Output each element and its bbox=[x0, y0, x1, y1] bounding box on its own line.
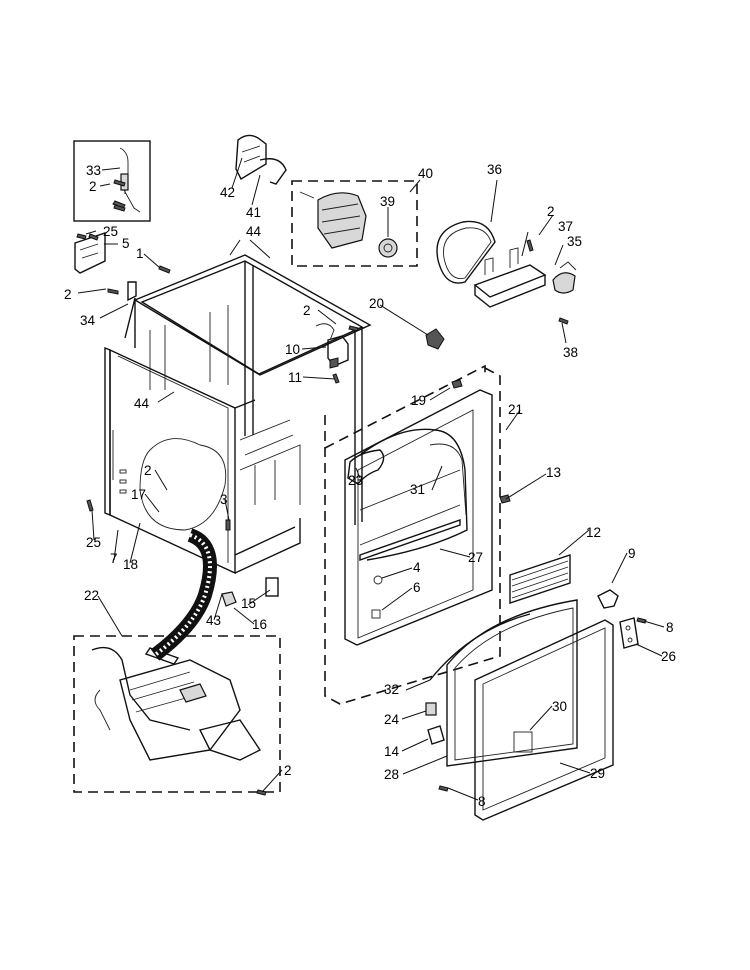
callout-10: 10 bbox=[285, 342, 300, 357]
grille-part-12 bbox=[509, 554, 571, 604]
callout-1: 1 bbox=[136, 246, 144, 261]
callout-34: 34 bbox=[80, 313, 96, 328]
callout-5: 5 bbox=[122, 236, 130, 251]
callout-2: 2 bbox=[284, 763, 292, 778]
callout-9: 9 bbox=[628, 546, 636, 561]
bracket-part-5 bbox=[74, 232, 106, 274]
callout-12: 12 bbox=[586, 525, 601, 540]
callout-30: 30 bbox=[552, 699, 567, 714]
callout-20: 20 bbox=[369, 296, 384, 311]
callout-36: 36 bbox=[487, 162, 502, 177]
callout-6: 6 bbox=[413, 580, 421, 595]
callout-35: 35 bbox=[567, 234, 582, 249]
leader-lines bbox=[77, 157, 665, 801]
callout-40: 40 bbox=[418, 166, 433, 181]
part-20 bbox=[425, 328, 445, 350]
motor-detail-box bbox=[291, 180, 418, 267]
callout-33: 33 bbox=[86, 163, 101, 178]
callout-41: 41 bbox=[246, 205, 261, 220]
callout-19: 19 bbox=[411, 393, 426, 408]
clip-part-34 bbox=[107, 281, 137, 302]
part-9 bbox=[597, 589, 619, 609]
door-assembly bbox=[425, 599, 639, 821]
callout-17: 17 bbox=[131, 487, 146, 502]
callout-31: 31 bbox=[410, 482, 425, 497]
callout-2: 2 bbox=[64, 287, 72, 302]
callout-14: 14 bbox=[384, 744, 400, 759]
callout-labels: 33 2 25 5 1 2 34 42 41 44 40 39 36 2 37 … bbox=[64, 162, 676, 809]
callout-28: 28 bbox=[384, 767, 399, 782]
callout-32: 32 bbox=[384, 682, 399, 697]
callout-43: 43 bbox=[206, 613, 221, 628]
screws bbox=[76, 179, 647, 796]
callout-26: 26 bbox=[661, 649, 676, 664]
sensor-detail-box bbox=[73, 140, 151, 222]
callout-2: 2 bbox=[144, 463, 152, 478]
callout-38: 38 bbox=[563, 345, 578, 360]
side-panel-cutaway bbox=[139, 438, 227, 531]
callout-44: 44 bbox=[246, 224, 262, 239]
idler-bracket-37 bbox=[473, 247, 577, 308]
callout-24: 24 bbox=[384, 712, 400, 727]
callout-8: 8 bbox=[478, 794, 486, 809]
callout-2: 2 bbox=[89, 179, 97, 194]
callout-42: 42 bbox=[220, 185, 235, 200]
callout-8: 8 bbox=[666, 620, 674, 635]
callout-29: 29 bbox=[590, 766, 605, 781]
callout-37: 37 bbox=[558, 219, 573, 234]
cabinet-frame bbox=[104, 254, 372, 575]
callout-4: 4 bbox=[413, 560, 421, 575]
callout-3: 3 bbox=[220, 492, 228, 507]
callout-13: 13 bbox=[546, 465, 561, 480]
callout-39: 39 bbox=[380, 194, 395, 209]
callout-21: 21 bbox=[508, 402, 523, 417]
gasket-part-23 bbox=[347, 449, 385, 485]
bracket-part-42 bbox=[235, 134, 287, 185]
callout-27: 27 bbox=[468, 550, 483, 565]
switch-part-10 bbox=[315, 323, 349, 369]
callout-22: 22 bbox=[84, 588, 99, 603]
callout-16: 16 bbox=[252, 617, 267, 632]
callout-7: 7 bbox=[110, 551, 118, 566]
callout-2: 2 bbox=[303, 303, 311, 318]
part-15 bbox=[265, 577, 279, 597]
callout-2: 2 bbox=[547, 204, 555, 219]
part-43 bbox=[221, 591, 237, 607]
burner-detail-box bbox=[73, 635, 281, 793]
callout-11: 11 bbox=[288, 370, 302, 385]
callout-15: 15 bbox=[241, 596, 256, 611]
callout-25: 25 bbox=[86, 535, 101, 550]
callout-18: 18 bbox=[123, 557, 138, 572]
callout-25: 25 bbox=[103, 224, 118, 239]
exhaust-duct bbox=[150, 528, 217, 661]
callout-44: 44 bbox=[134, 396, 150, 411]
drive-belt-36 bbox=[436, 220, 496, 284]
front-panel-21 bbox=[324, 364, 501, 705]
callout-23: 23 bbox=[348, 473, 363, 488]
